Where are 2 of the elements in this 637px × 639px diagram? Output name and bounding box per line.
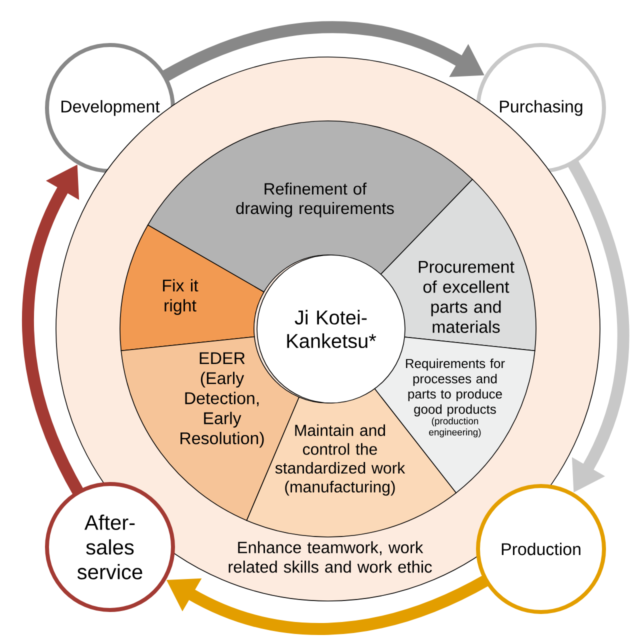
pie-sector: Fix it right bbox=[120, 224, 264, 352]
node-label: Production bbox=[502, 542, 580, 556]
